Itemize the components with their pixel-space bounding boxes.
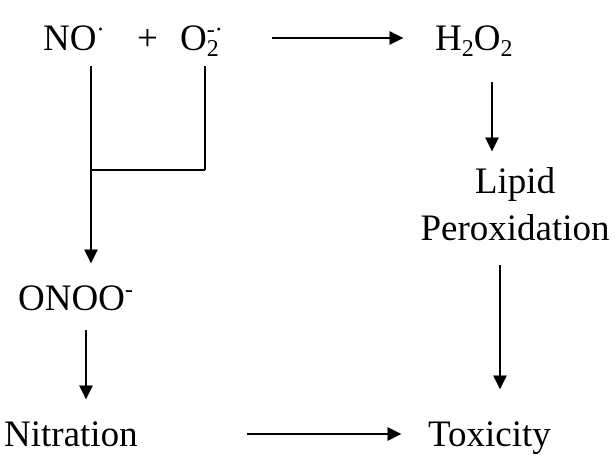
hydrogen-peroxide-label: H2O2 [435, 18, 513, 62]
superoxide-label: O2-· [180, 17, 223, 62]
peroxynitrite-label: ONOO- [18, 277, 133, 319]
nitric-oxide-label: NO· [43, 17, 105, 59]
lipid-peroxidation-line2: Peroxidation [420, 208, 610, 249]
lipid-peroxidation-line1: Lipid [474, 161, 556, 202]
nitration-label: Nitration [4, 414, 138, 455]
plus-sign: + [137, 18, 158, 59]
lipid-peroxidation-label: Lipid Peroxidation [420, 163, 610, 247]
toxicity-label: Toxicity [428, 414, 551, 455]
